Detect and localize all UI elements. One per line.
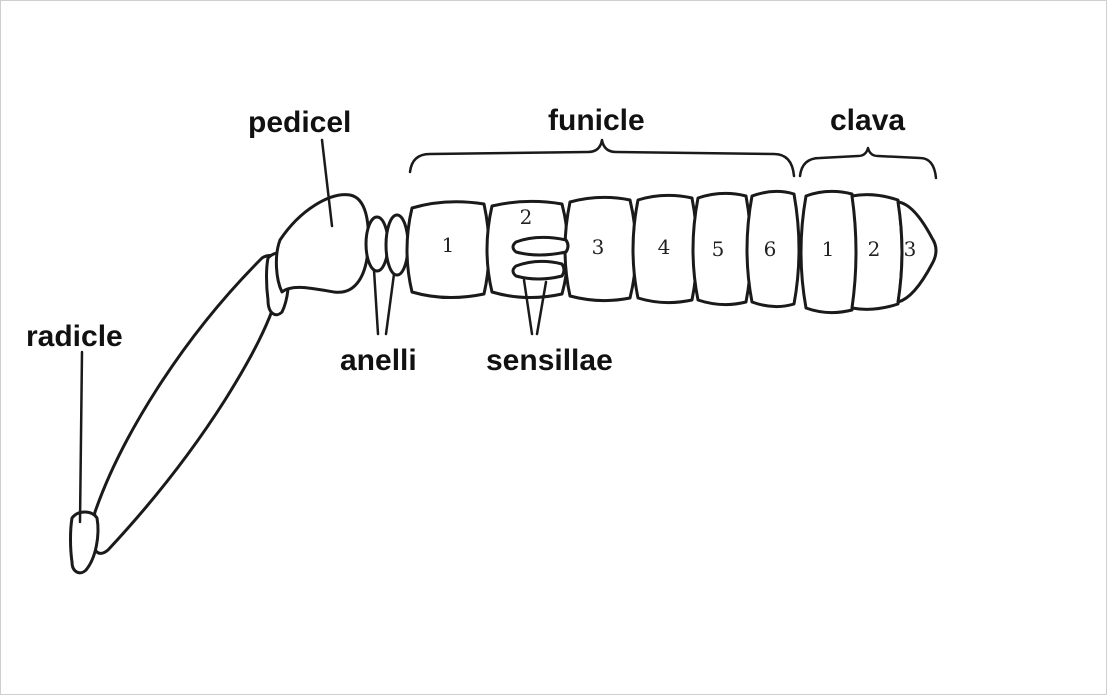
anelli-label: anelli (340, 344, 417, 377)
funicle-segment-number-5: 5 (712, 237, 725, 261)
funicle-segment-number-2: 2 (520, 205, 533, 229)
clava-segment-number-1: 1 (822, 237, 835, 261)
radicle-leader-line (80, 352, 82, 522)
clava-label: clava (830, 104, 905, 137)
pedicel-label: pedicel (248, 106, 351, 139)
funicle-segment-number-3: 3 (592, 235, 605, 259)
sensillae-label: sensillae (486, 344, 613, 377)
sensillum-lower (513, 261, 564, 279)
clava-segment-number-2: 2 (868, 237, 881, 261)
funicle-segment-number-6: 6 (764, 237, 777, 261)
anelli-leader-line-2 (386, 274, 394, 334)
radicle-label: radicle (26, 320, 123, 353)
scape-segment (92, 256, 280, 554)
pedicel-segment (276, 195, 368, 293)
anelli-leader-line-1 (374, 270, 378, 334)
funicle-label: funicle (548, 104, 645, 137)
funicle-segment-number-4: 4 (658, 235, 671, 259)
clava-segment-number-3: 3 (904, 237, 917, 261)
radicle-segment (71, 512, 98, 573)
funicle-segment-number-1: 1 (442, 233, 455, 257)
sensillum-upper (513, 237, 568, 255)
anellus-2 (386, 215, 408, 275)
funicle-brace (410, 140, 794, 176)
clava-brace (800, 148, 936, 178)
